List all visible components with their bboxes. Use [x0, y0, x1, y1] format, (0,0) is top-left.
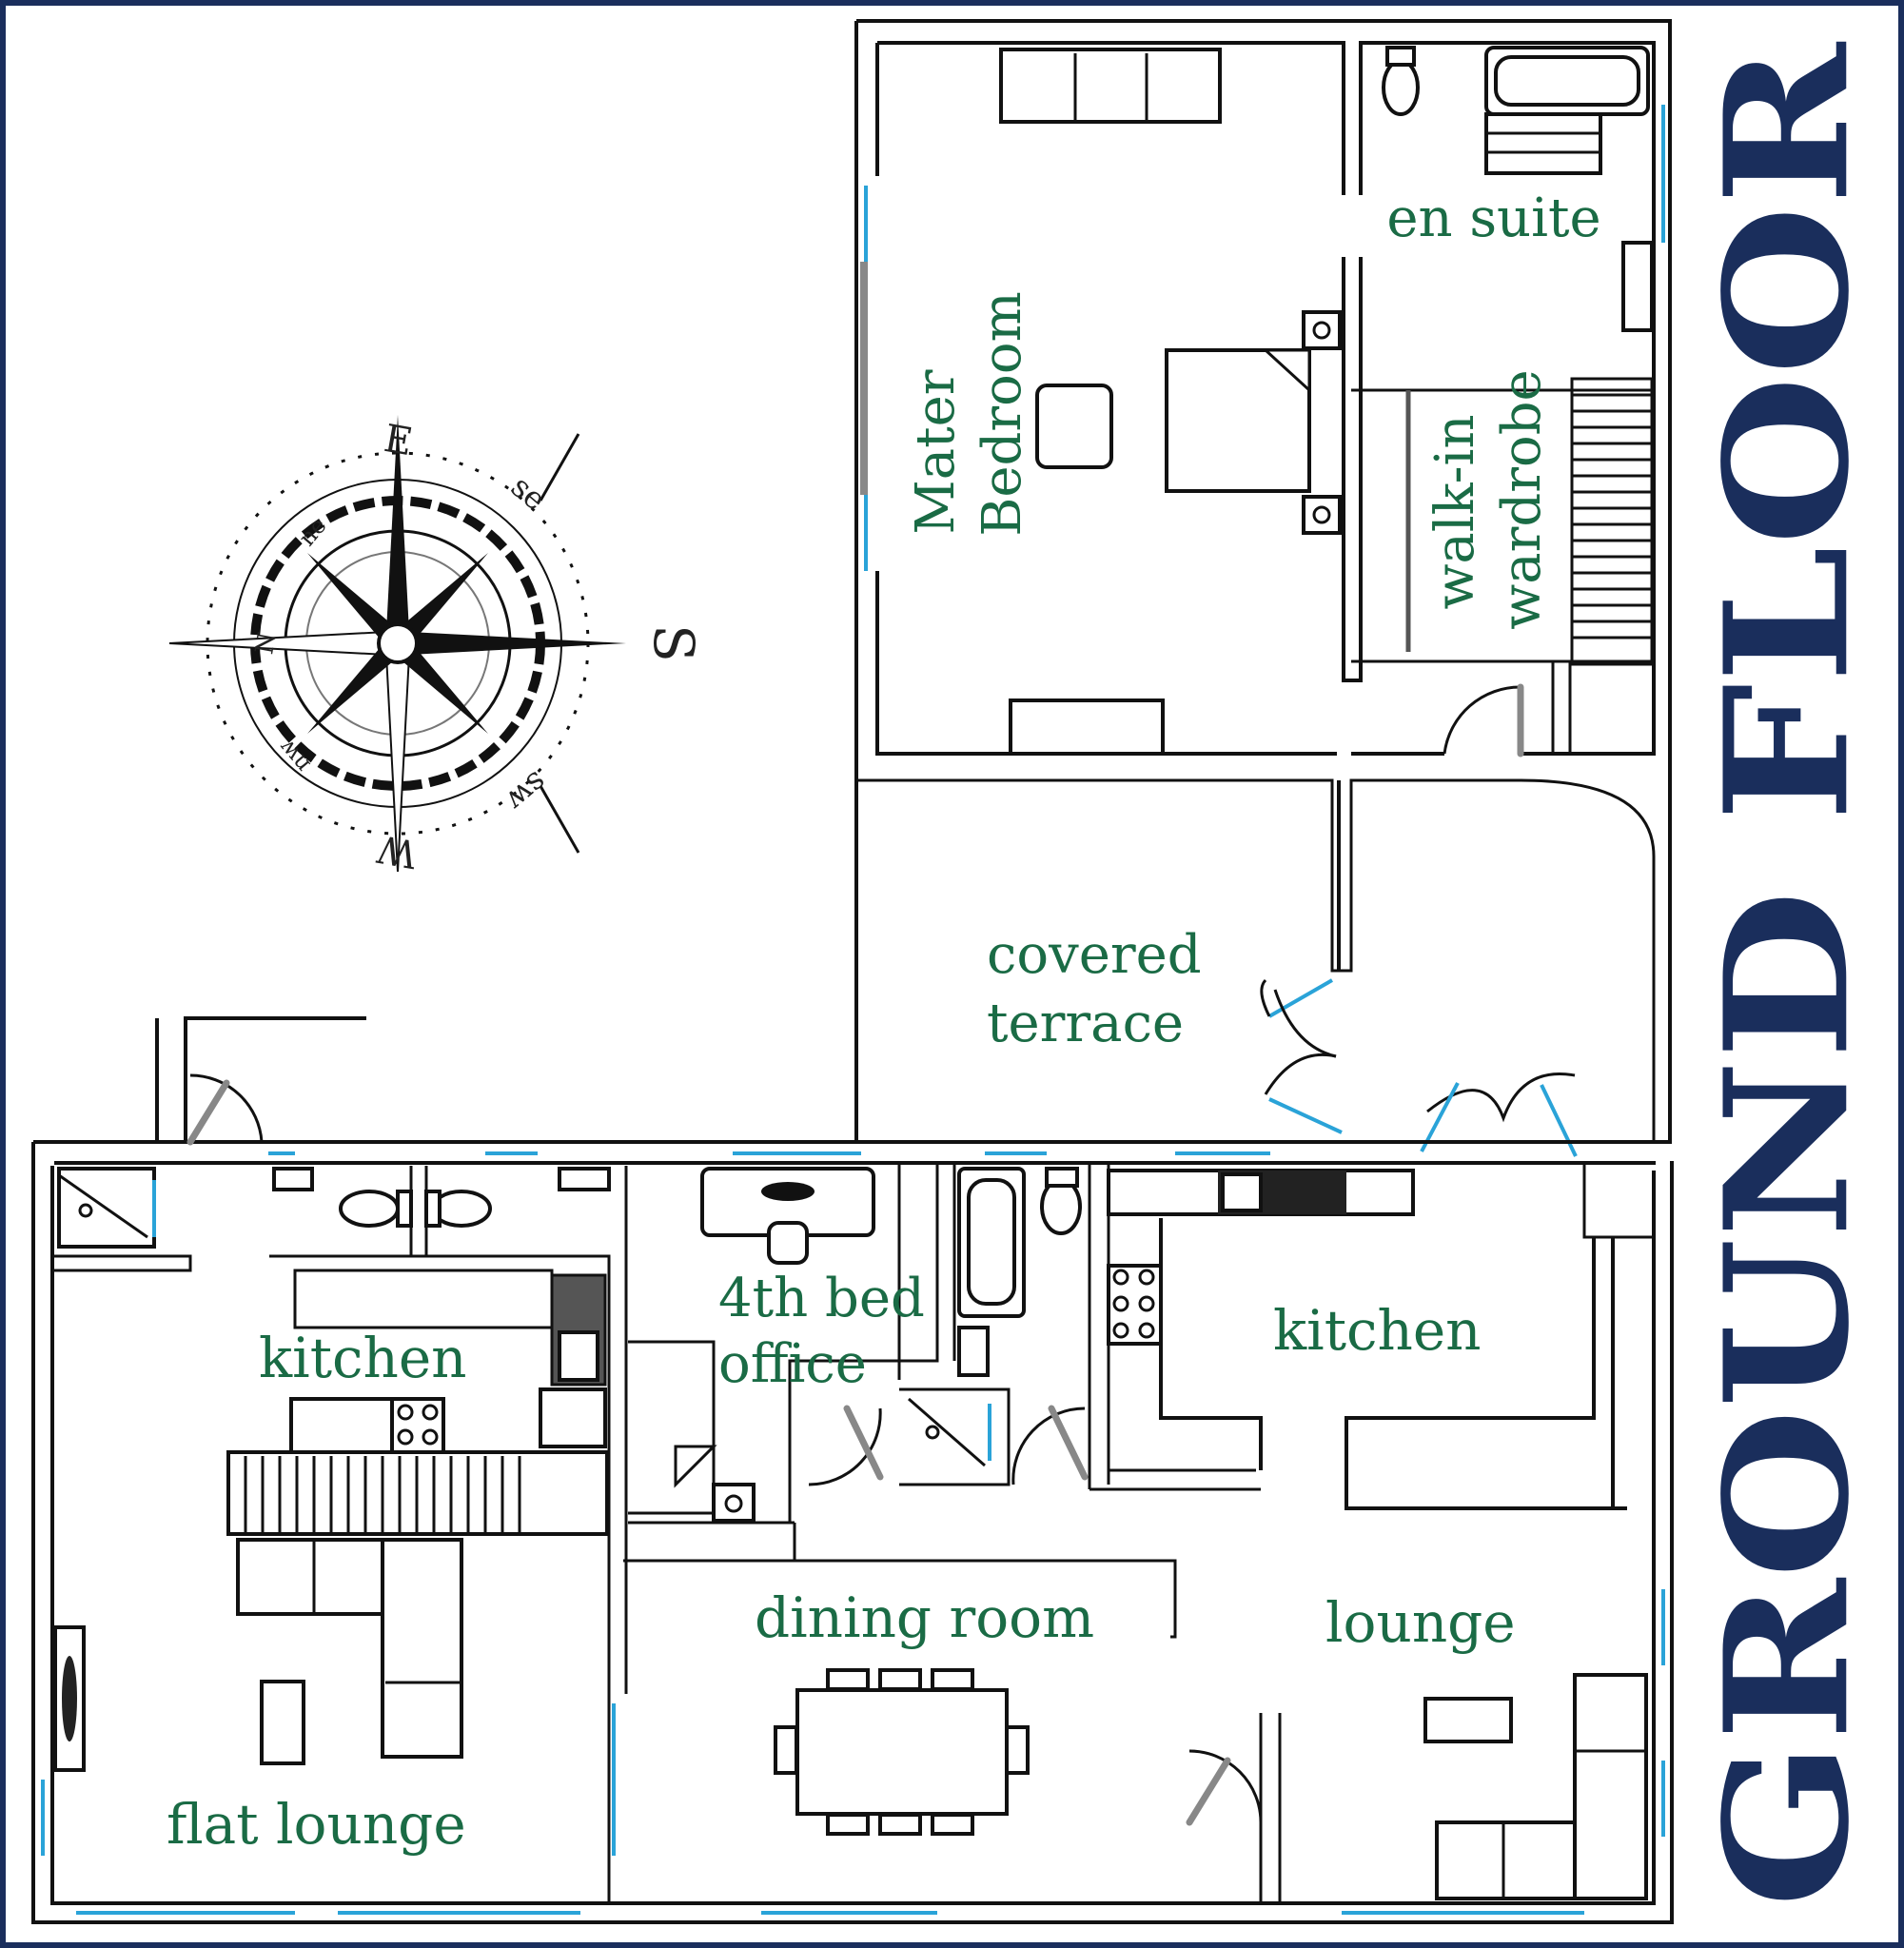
compass-nw: nw [273, 735, 316, 778]
lower-windows [41, 1151, 1665, 1915]
compass-s: S [641, 624, 706, 662]
lower-doors [186, 1073, 1263, 1826]
master-suite-walls [854, 19, 1672, 1142]
master-suite-furniture [999, 46, 1654, 756]
label-walk-in-2: wardrobe [1491, 369, 1553, 629]
label-dining-room: dining room [755, 1585, 1094, 1650]
compass-n: N [250, 630, 282, 657]
compass-se: se [504, 468, 554, 518]
side-table [1035, 384, 1113, 469]
lower-furniture [53, 1167, 1648, 1900]
compass-e: E [381, 417, 416, 464]
page-title: GROUND FLOOR [1687, 42, 1886, 1908]
sofa [999, 48, 1222, 124]
toilet [1382, 59, 1420, 116]
terrace-doors [1260, 780, 1578, 1157]
label-office-2: office [718, 1333, 867, 1395]
bed [1165, 348, 1311, 493]
desk [1009, 699, 1165, 756]
compass-sw: sw [500, 764, 555, 818]
compass-w: W [374, 826, 420, 876]
label-main-kitchen: kitchen [1273, 1298, 1482, 1363]
vanity [1621, 241, 1654, 332]
room-labels: en suite Mater Bedroom walk-in wardrobe … [167, 187, 1601, 1857]
dining-table [795, 1688, 1009, 1816]
label-master-bedroom-1: Mater [905, 369, 967, 534]
label-walk-in-1: walk-in [1424, 414, 1486, 609]
label-covered-terrace-2: terrace [987, 993, 1184, 1054]
label-lounge: lounge [1325, 1590, 1516, 1655]
label-covered-terrace-1: covered [987, 924, 1202, 986]
label-flat-kitchen: kitchen [259, 1326, 467, 1390]
label-office-1: 4th bed [718, 1268, 925, 1329]
label-master-bedroom-2: Bedroom [972, 291, 1033, 536]
label-flat-lounge: flat lounge [167, 1792, 466, 1857]
label-en-suite: en suite [1386, 187, 1600, 249]
compass-rose: E S W N se sw nw ne [168, 415, 706, 876]
lower-building-walls [31, 1016, 1674, 1924]
